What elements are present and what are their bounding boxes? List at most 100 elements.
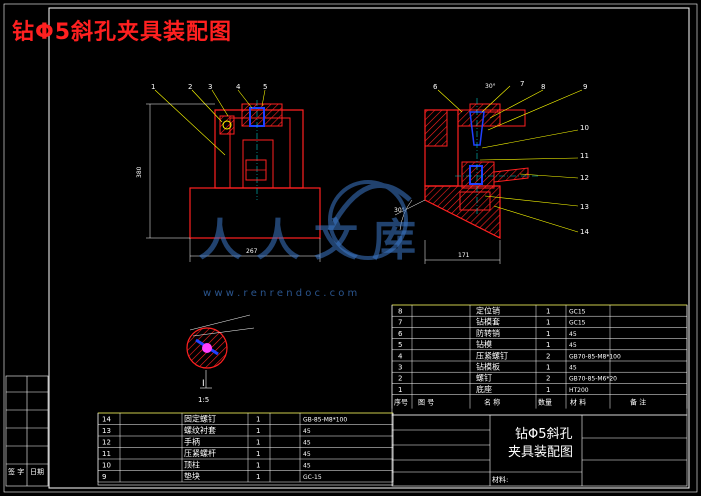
front-dim-width: 267 — [246, 248, 258, 255]
left-strip-sign: 签 字 — [8, 467, 24, 476]
watermark — [327, 180, 412, 260]
bom-header-name: 名 称 — [484, 398, 500, 407]
bom-lower-material: 45 — [303, 440, 311, 447]
bom-lower-qty: 1 — [256, 427, 260, 435]
front-view: 1 2 3 4 5 380 267 — [136, 83, 321, 262]
bom-lower-qty: 1 — [256, 473, 260, 481]
front-dim-height: 380 — [136, 166, 143, 178]
sheet-border — [48, 7, 690, 489]
bom-lower-qty: 1 — [256, 462, 260, 470]
left-strip-date: 日期 — [30, 468, 44, 476]
title-block-grid — [391, 414, 688, 487]
balloon-7: 7 — [520, 80, 524, 88]
bom-upper-qty: 1 — [546, 364, 550, 372]
bom-upper-name: 钻模 — [476, 339, 492, 349]
bom-lower-qty: 1 — [256, 416, 260, 424]
bom-header-note: 备 注 — [630, 398, 646, 407]
bom-upper-material: GB70-85-M8*100 — [569, 353, 621, 360]
balloon-6: 6 — [433, 83, 438, 91]
bom-upper-material: HT200 — [569, 387, 589, 394]
upright-slot — [229, 117, 291, 189]
bom-upper-material: GB70-85-M6*20 — [569, 376, 617, 383]
bom-lower-no: 9 — [102, 473, 106, 481]
balloon-13: 13 — [580, 203, 589, 211]
outer-border — [3, 3, 698, 493]
section-detail — [186, 314, 255, 389]
scale-label: 1:5 — [198, 396, 209, 404]
bom-lower-name: 垫块 — [184, 471, 200, 481]
title-block-material: 材料: — [492, 475, 508, 484]
bom-lower-material: 45 — [303, 451, 311, 458]
bom-upper-qty: 1 — [546, 330, 550, 338]
left-strip-table — [5, 375, 49, 487]
bom-lower-name: 螺纹衬套 — [184, 425, 216, 435]
balloon-1: 1 — [151, 83, 155, 91]
balloon-3: 3 — [208, 83, 212, 91]
bom-lower-no: 14 — [102, 416, 111, 424]
bom-lower-no: 10 — [102, 462, 111, 470]
bom-upper-material: 45 — [569, 342, 577, 349]
title-block-name-2: 夹具装配图 — [508, 445, 573, 460]
bom-upper-name: 压紧螺钉 — [476, 350, 508, 360]
bom-lower-grid — [97, 412, 394, 486]
bom-upper-material: GC15 — [569, 320, 586, 327]
balloon-11: 11 — [580, 152, 589, 160]
bom-header-qty: 数量 — [538, 398, 552, 407]
bom-upper-name: 定位销 — [476, 306, 500, 316]
bom-lower-material: 45 — [303, 428, 311, 435]
bom-upper-name: 螺钉 — [476, 373, 492, 383]
bom-upper-no: 1 — [398, 386, 402, 394]
balloon-5: 5 — [263, 83, 267, 91]
side-view: 6 7 8 9 10 11 12 13 14 30° 30° 171 — [394, 80, 589, 264]
bom-lower-material: 45 — [303, 463, 311, 470]
watermark-url: w w w . r e n r e n d o c . c o m — [203, 288, 357, 299]
watermark-text: 人人文库 — [198, 215, 430, 266]
balloon-4: 4 — [236, 83, 241, 91]
angle-label: 30° — [394, 207, 405, 214]
bom-upper-no: 8 — [398, 308, 402, 316]
bom-upper-no: 7 — [398, 319, 402, 327]
bom-lower-name: 顶柱 — [184, 460, 200, 470]
balloon-14: 14 — [580, 228, 589, 236]
bom-upper-qty: 2 — [546, 352, 550, 360]
bom-upper-no: 4 — [398, 352, 403, 360]
bom-upper-no: 6 — [398, 330, 403, 338]
bom-upper-name: 钻模板 — [476, 362, 500, 372]
balloon-9: 9 — [583, 83, 587, 91]
drawing-title: 钻Φ5斜孔夹具装配图 — [12, 20, 233, 45]
bom-lower-name: 手柄 — [184, 437, 200, 447]
bom-upper-qty: 2 — [546, 375, 550, 383]
bom-lower-name: 压紧螺杆 — [184, 448, 216, 458]
bom-upper-material: 45 — [569, 365, 577, 372]
bom-upper-name: 钻模套 — [476, 317, 500, 327]
bom-upper-qty: 1 — [546, 341, 550, 349]
bom-upper-qty: 1 — [546, 386, 550, 394]
bom-header-drawing: 图 号 — [418, 399, 434, 407]
balloon-12: 12 — [580, 174, 589, 182]
section-mark: I — [202, 379, 205, 389]
bom-upper-material: GC15 — [569, 309, 586, 316]
bom-upper-qty: 1 — [546, 319, 550, 327]
bom-upper-no: 5 — [398, 341, 402, 349]
side-dim-width: 171 — [458, 252, 470, 259]
bom-upper-material: 45 — [569, 331, 577, 338]
bom-lower-no: 11 — [102, 450, 111, 458]
bom-lower-qty: 1 — [256, 450, 260, 458]
title-block-name-1: 钻Φ5斜孔 — [515, 427, 573, 442]
bom-lower-material: GC-15 — [303, 474, 322, 481]
bom-upper-no: 3 — [398, 364, 402, 372]
bom-lower-qty: 1 — [256, 439, 260, 447]
bom-header-material: 材 料 — [570, 398, 586, 407]
side-dim-top-angle: 30° — [485, 83, 496, 90]
bom-lower-material: GB-85-M8*100 — [303, 417, 347, 424]
bom-lower-no: 13 — [102, 427, 111, 435]
bom-header-no: 序号 — [394, 398, 408, 407]
bom-upper-no: 2 — [398, 375, 402, 383]
bom-upper-name: 底座 — [476, 384, 492, 394]
bom-upper-name: 防转销 — [476, 328, 500, 338]
bom-lower-no: 12 — [102, 439, 111, 447]
balloon-2: 2 — [188, 83, 192, 91]
